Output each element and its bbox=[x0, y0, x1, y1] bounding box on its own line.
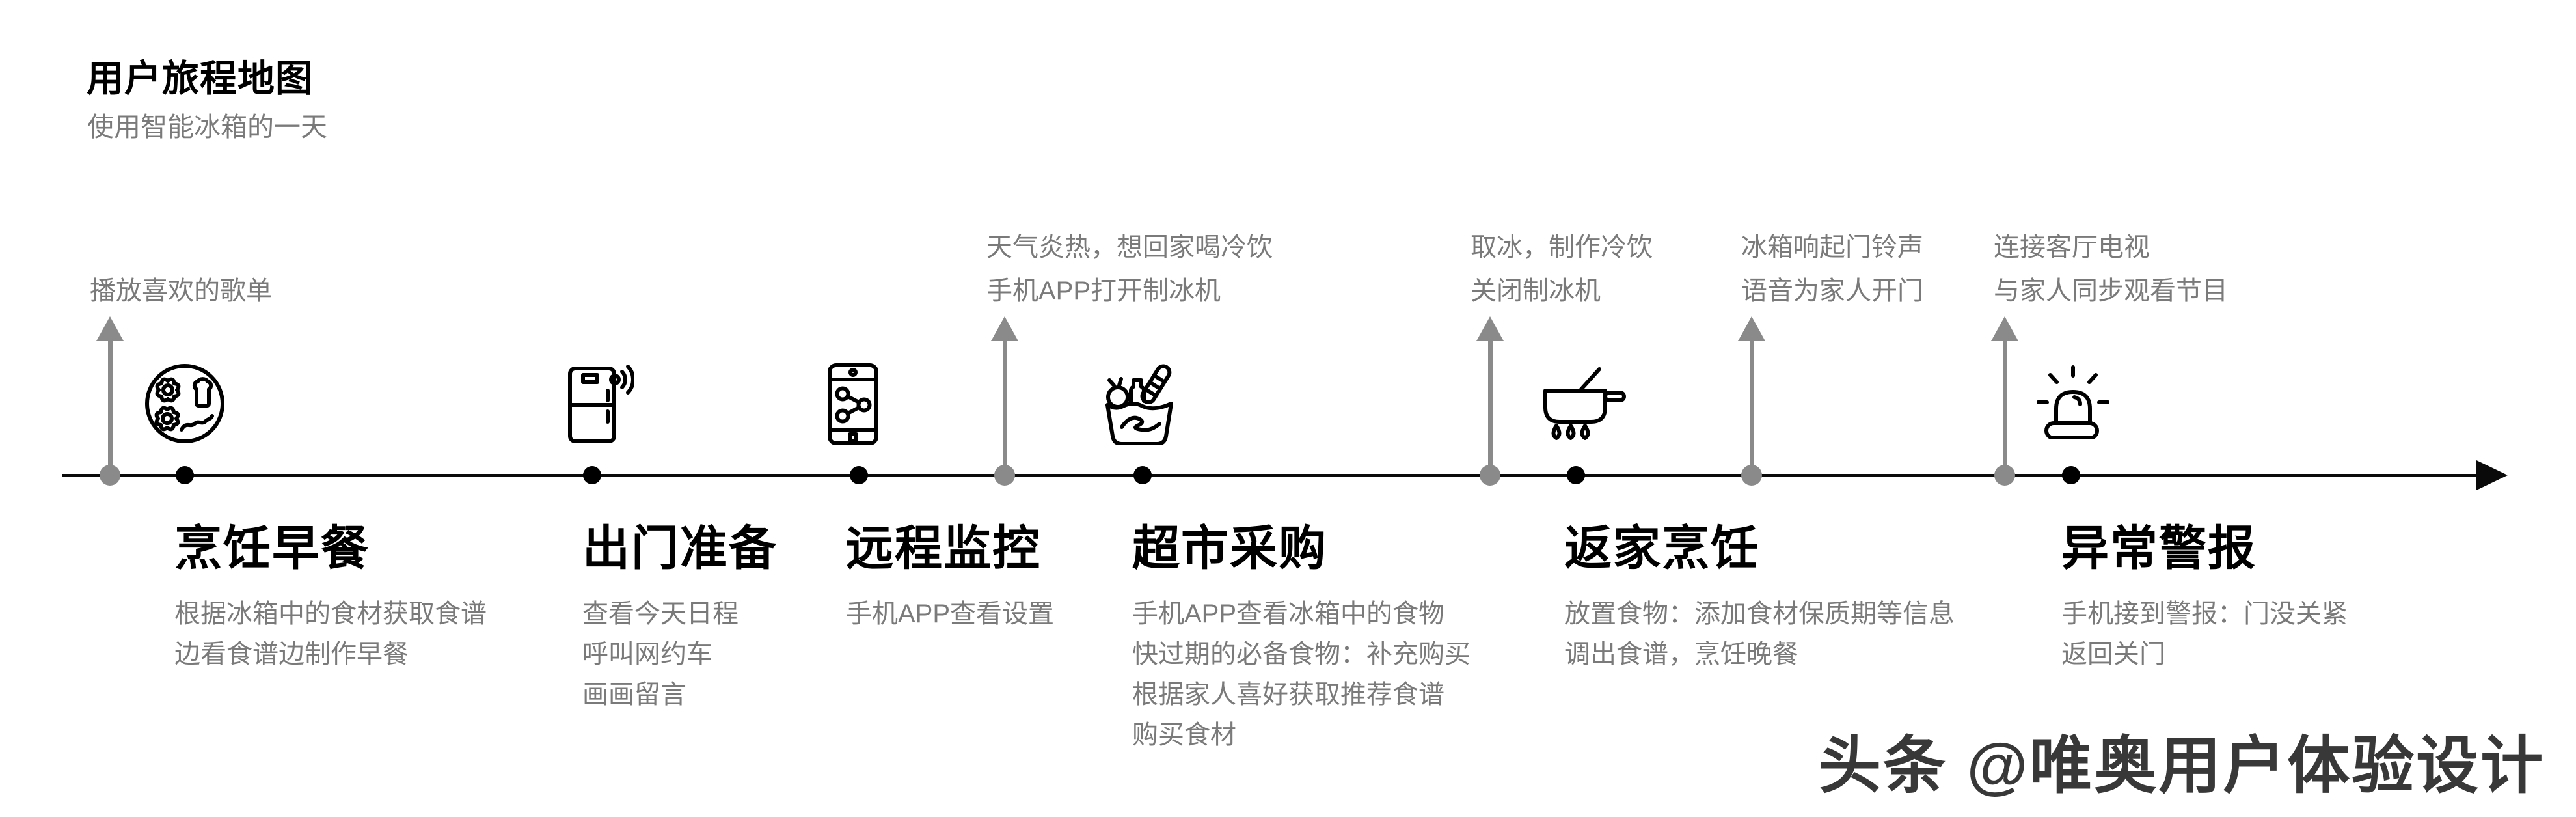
stage-description-line: 快过期的必备食物：补充购买 bbox=[1132, 640, 1471, 669]
annotation-arrowhead bbox=[1476, 316, 1504, 341]
stage-title: 异常警报 bbox=[2061, 522, 2257, 575]
stage-description-line: 返回关门 bbox=[2061, 640, 2165, 669]
stage-description-line: 画画留言 bbox=[582, 680, 686, 709]
smart-fridge-icon bbox=[566, 363, 634, 445]
stage-title: 超市采购 bbox=[1132, 522, 1327, 575]
stage-dot bbox=[1133, 466, 1152, 484]
stage-description-line: 调出食谱，烹饪晚餐 bbox=[1564, 640, 1798, 669]
annotation-arrow-shaft bbox=[1487, 340, 1493, 475]
stage-dot bbox=[176, 466, 194, 484]
watermark: 头条 @唯奥用户体验设计 bbox=[1819, 731, 2545, 801]
stage-description: 查看今天日程呼叫网约车画画留言 bbox=[582, 594, 739, 715]
annotation-line: 天气炎热，想回家喝冷饮 bbox=[986, 233, 1273, 262]
stage-description-line: 手机接到警报：门没关紧 bbox=[2061, 600, 2348, 628]
annotation-arrow-shaft bbox=[1749, 340, 1754, 475]
annotation-line: 语音为家人开门 bbox=[1741, 277, 1923, 305]
annotation-line: 取冰，制作冷饮 bbox=[1471, 233, 1653, 262]
stage-description-line: 呼叫网约车 bbox=[582, 640, 712, 669]
annotation-text: 连接客厅电视与家人同步观看节目 bbox=[1994, 226, 2228, 313]
stage-description: 手机APP查看冰箱中的食物快过期的必备食物：补充购买根据家人喜好获取推荐食谱购买… bbox=[1132, 594, 1471, 755]
stage-description-line: 购买食材 bbox=[1132, 721, 1236, 749]
grocery-basket-icon bbox=[1102, 357, 1178, 445]
annotation-text: 取冰，制作冷饮关闭制冰机 bbox=[1471, 226, 1653, 313]
annotation-arrowhead bbox=[991, 316, 1018, 341]
annotation-arrowhead bbox=[1738, 316, 1765, 341]
annotation-arrowhead bbox=[96, 316, 124, 341]
annotation-arrow-shaft bbox=[2002, 340, 2007, 475]
stage-title: 出门准备 bbox=[582, 522, 778, 575]
stage-description: 放置食物：添加食材保质期等信息调出食谱，烹饪晚餐 bbox=[1564, 594, 1955, 674]
annotation-line: 关闭制冰机 bbox=[1471, 277, 1601, 305]
annotation-line: 手机APP打开制冰机 bbox=[986, 277, 1221, 305]
stage-dot bbox=[2062, 466, 2080, 484]
timeline-arrowhead bbox=[2476, 460, 2508, 490]
annotation-dot bbox=[1994, 465, 2015, 486]
annotation-dot bbox=[994, 465, 1015, 486]
stage-description-line: 根据家人喜好获取推荐食谱 bbox=[1132, 680, 1444, 709]
stage-description-line: 手机APP查看冰箱中的食物 bbox=[1132, 600, 1445, 628]
annotation-dot bbox=[100, 465, 120, 486]
cooking-pot-icon bbox=[1534, 362, 1627, 443]
stage-description-line: 边看食谱边制作早餐 bbox=[174, 640, 409, 669]
stage-description: 手机接到警报：门没关紧返回关门 bbox=[2061, 594, 2348, 674]
stage-description: 根据冰箱中的食材获取食谱边看食谱边制作早餐 bbox=[174, 594, 487, 674]
annotation-arrowhead bbox=[1991, 316, 2018, 341]
stage-title: 返家烹饪 bbox=[1564, 522, 1759, 575]
stage-description-line: 手机APP查看设置 bbox=[846, 600, 1055, 628]
annotation-text: 冰箱响起门铃声语音为家人开门 bbox=[1741, 226, 1923, 313]
page-title: 用户旅程地图 bbox=[87, 58, 313, 100]
stage-title: 远程监控 bbox=[846, 522, 1041, 575]
annotation-dot bbox=[1741, 465, 1762, 486]
stage-dot bbox=[850, 466, 868, 484]
annotation-line: 与家人同步观看节目 bbox=[1994, 277, 2228, 305]
stage-dot bbox=[583, 466, 601, 484]
stage-title: 烹饪早餐 bbox=[174, 522, 370, 575]
page-subtitle: 使用智能冰箱的一天 bbox=[87, 112, 327, 142]
timeline-line bbox=[62, 473, 2476, 477]
stage-description-line: 根据冰箱中的食材获取食谱 bbox=[174, 600, 487, 628]
breakfast-plate-icon bbox=[142, 361, 227, 446]
annotation-line: 连接客厅电视 bbox=[1994, 233, 2150, 262]
stage-dot bbox=[1567, 466, 1585, 484]
stage-description-line: 查看今天日程 bbox=[582, 600, 739, 628]
annotation-arrow-shaft bbox=[1002, 340, 1007, 475]
alarm-siren-icon bbox=[2037, 365, 2109, 439]
stage-description-line: 放置食物：添加食材保质期等信息 bbox=[1564, 600, 1955, 628]
phone-share-icon bbox=[828, 363, 878, 445]
annotation-text: 天气炎热，想回家喝冷饮手机APP打开制冰机 bbox=[986, 226, 1273, 313]
annotation-line: 冰箱响起门铃声 bbox=[1741, 233, 1923, 262]
annotation-dot bbox=[1480, 465, 1500, 486]
stage-description: 手机APP查看设置 bbox=[846, 594, 1054, 634]
annotation-arrow-shaft bbox=[107, 340, 113, 475]
annotation-line: 播放喜欢的歌单 bbox=[90, 277, 272, 305]
annotation-text: 播放喜欢的歌单 bbox=[90, 270, 272, 313]
